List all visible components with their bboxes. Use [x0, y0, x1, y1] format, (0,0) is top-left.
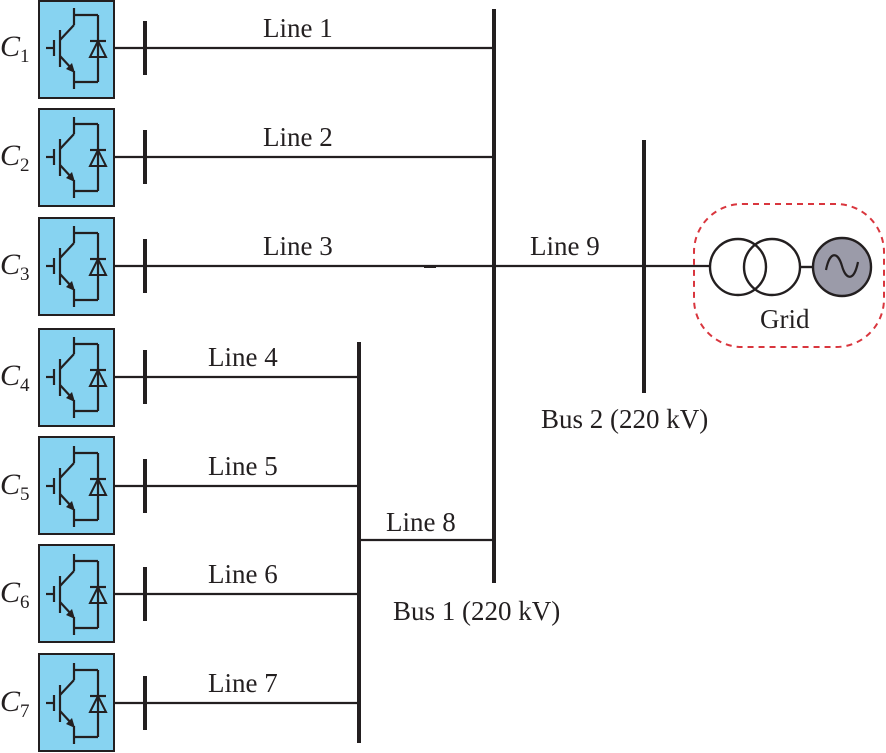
- two-winding-transformer-icon: [708, 237, 802, 297]
- converter-label: C: [0, 139, 21, 172]
- ac-source-icon: [811, 236, 873, 298]
- line-9-label: Line 9: [530, 231, 600, 261]
- converter-label-subscript: 5: [20, 484, 30, 505]
- converter-label-subscript: 1: [20, 46, 30, 67]
- converter-label: C: [0, 30, 21, 63]
- line-label: Line 7: [208, 668, 278, 698]
- converter-label-subscript: 4: [20, 375, 30, 396]
- grid-group: Grid: [693, 203, 885, 348]
- converter-label: C: [0, 359, 21, 392]
- converter-label-subscript: 6: [20, 592, 30, 613]
- converter-label-subscript: 2: [20, 155, 30, 176]
- line-3-marker: [424, 265, 436, 268]
- line-label: Line 3: [263, 231, 333, 261]
- bus-2-label: Bus 2 (220 kV): [541, 404, 708, 434]
- line-label: Line 2: [263, 122, 333, 152]
- grid-label: Grid: [760, 304, 810, 334]
- grid-boundary: [693, 203, 885, 348]
- bus-1-label: Bus 1 (220 kV): [393, 596, 560, 626]
- converter-label: C: [0, 685, 21, 718]
- converter-label: C: [0, 468, 21, 501]
- line-label: Line 4: [208, 342, 278, 372]
- converter-label-subscript: 3: [20, 264, 30, 285]
- line-8-label: Line 8: [386, 507, 456, 537]
- converter-label: C: [0, 248, 21, 281]
- line-label: Line 5: [208, 451, 278, 481]
- converter-label: C: [0, 576, 21, 609]
- line-label: Line 1: [263, 13, 333, 43]
- line-label: Line 6: [208, 559, 278, 589]
- converter-label-subscript: 7: [20, 701, 30, 722]
